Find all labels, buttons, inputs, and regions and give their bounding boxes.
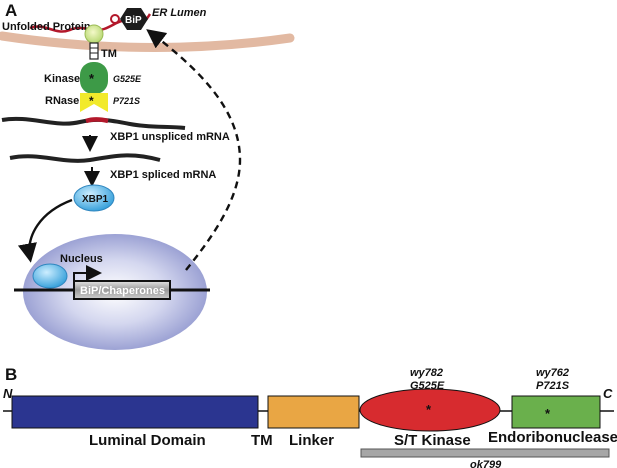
tm-label-b: TM	[251, 432, 273, 449]
c-terminus-label: C	[603, 386, 613, 401]
bip-chaperones-gene	[73, 280, 171, 300]
linker-label: Linker	[289, 432, 334, 449]
feedback-arrow	[146, 29, 242, 271]
kinase-label-a: Kinase	[44, 73, 80, 85]
xbp1-intron	[85, 117, 109, 124]
rnase-mutation-a: P721S	[113, 96, 140, 106]
xbp1-bound-promoter	[32, 263, 68, 289]
kinase-mutation-a: G525E	[113, 74, 142, 84]
bip-label: BiP	[125, 15, 142, 26]
xbp1-spliced-label: XBP1 spliced mRNA	[110, 169, 216, 181]
tm-segment	[89, 42, 99, 60]
kinase-domain-a	[80, 62, 108, 94]
rnase-star-a: *	[89, 94, 94, 108]
st-kinase-domain	[359, 388, 501, 432]
deletion-bar	[360, 448, 610, 458]
kinase-allele-label: wy782	[410, 367, 443, 379]
kinase-mutation-label: G525E	[410, 380, 445, 392]
er-lumen-label: ER Lumen	[152, 7, 207, 19]
er-membrane	[0, 31, 295, 52]
tm-label-a: TM	[101, 48, 117, 60]
rnase-domain-a	[80, 93, 108, 112]
endoribonuclease-label: Endoribonuclease	[488, 429, 617, 446]
panel-a-label: A	[5, 1, 17, 20]
bip-chaperones-label: BiP/Chaperones	[80, 285, 165, 297]
st-kinase-star: *	[426, 402, 432, 417]
bip-binding-knot	[110, 14, 120, 24]
ire1-lumenal-bulb	[84, 24, 104, 44]
rnase-mutation-label: P721S	[536, 380, 570, 392]
unfolded-protein-label: Unfolded Protein	[2, 21, 91, 33]
linker-domain	[267, 395, 360, 429]
rnase-allele-label: wy762	[536, 367, 569, 379]
rnase-label-a: RNase	[45, 95, 79, 107]
panel-b-label: B	[5, 365, 17, 384]
kinase-star-a: *	[89, 71, 95, 86]
xbp1-label: XBP1	[82, 194, 109, 205]
xbp1-unspliced-label: XBP1 unspliced mRNA	[110, 131, 230, 143]
endoribonuclease-domain	[511, 395, 601, 429]
n-terminus-label: N	[3, 386, 13, 401]
nuclear-import-arrow	[17, 198, 73, 263]
endoribonuclease-star: *	[545, 406, 551, 421]
luminal-domain	[11, 395, 259, 429]
xbp1-protein	[73, 184, 115, 212]
xbp1-spliced-mrna	[9, 153, 161, 163]
bip-chaperone-icon	[120, 8, 148, 30]
st-kinase-label: S/T Kinase	[394, 432, 471, 449]
nucleus-label: Nucleus	[60, 253, 103, 265]
deletion-allele-label: ok799	[470, 459, 502, 468]
luminal-domain-label: Luminal Domain	[89, 432, 206, 449]
